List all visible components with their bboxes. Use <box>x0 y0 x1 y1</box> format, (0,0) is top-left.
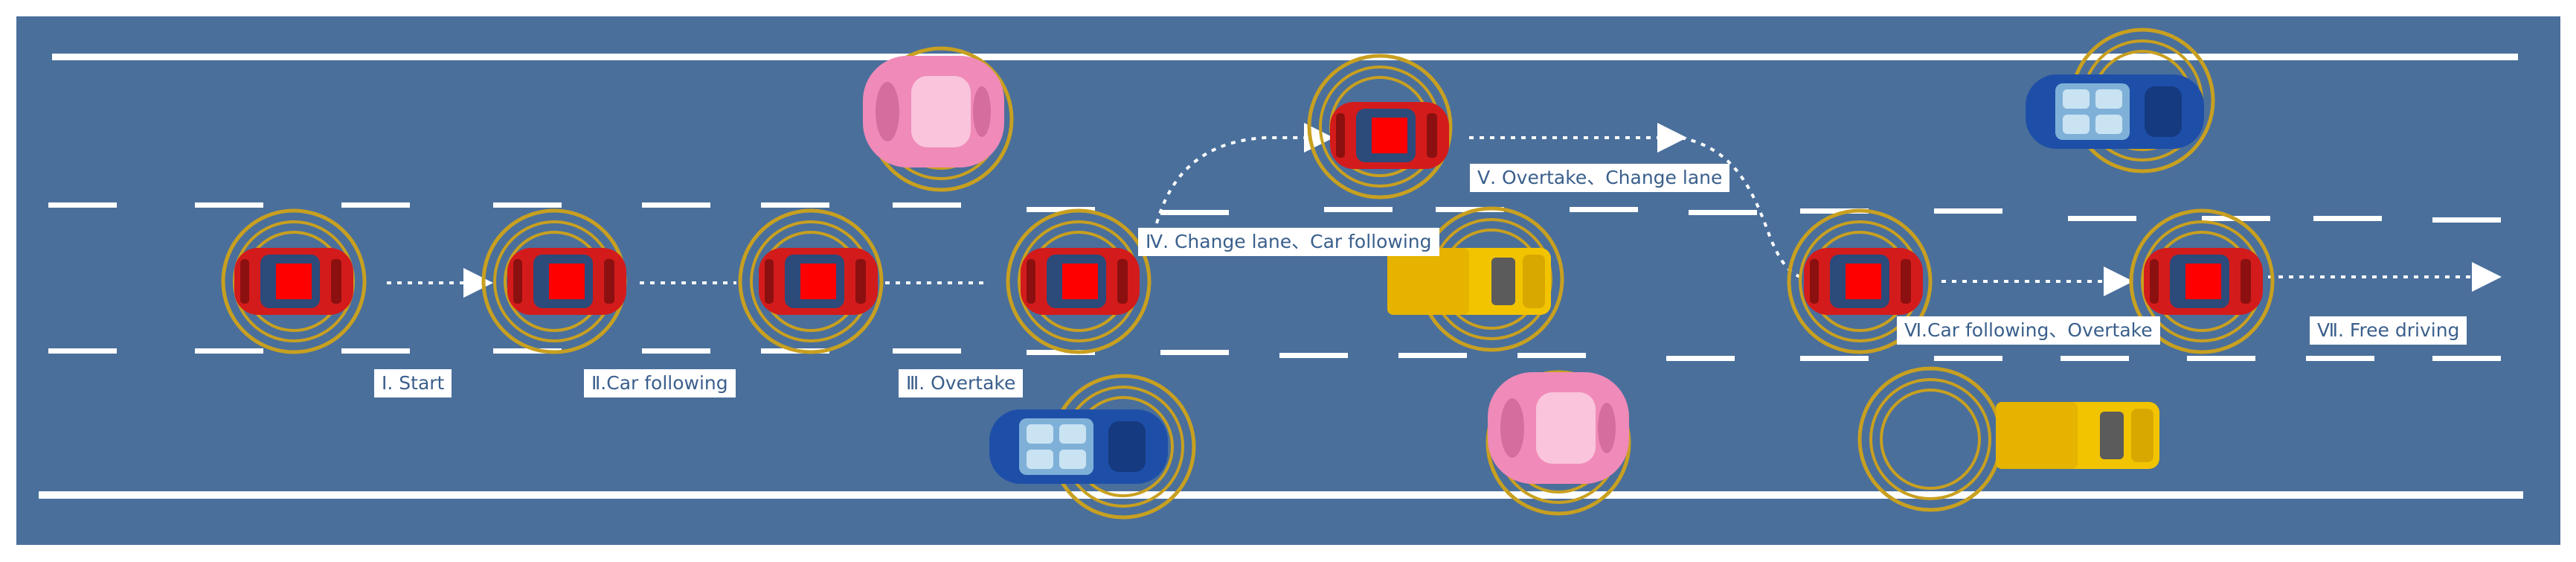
lane-dash <box>761 202 829 208</box>
pink-car-bottom <box>1488 372 1629 484</box>
ego-7 <box>2144 248 2263 315</box>
lane-dash <box>493 202 562 208</box>
blue-car-top <box>2026 74 2204 149</box>
lane-dash <box>48 202 117 208</box>
lane-dash <box>195 348 263 354</box>
yellow-truck-bottom <box>1996 402 2159 469</box>
stage-label-free-driving: Ⅶ. Free driving <box>2310 316 2467 345</box>
trajectory-lane-change-down <box>1680 136 1801 278</box>
lane-dash <box>642 202 710 208</box>
lane-dash <box>1398 353 1467 358</box>
lane-dash <box>1934 208 2002 214</box>
stage-label-overtake-change-lane: Ⅴ. Overtake、Change lane <box>1470 164 1730 192</box>
lane-dash <box>48 348 117 354</box>
sensor-ring <box>1787 208 1933 354</box>
lane-dash <box>1160 350 1229 355</box>
ego-marker <box>1846 264 1881 299</box>
lane-dash <box>2432 356 2501 361</box>
lane-dash <box>642 348 710 354</box>
trajectory-lane-change-up <box>1155 123 1334 224</box>
lane-dash <box>341 348 410 354</box>
lane-dash <box>1800 208 1869 214</box>
lane-dash <box>195 202 263 208</box>
ego-marker <box>549 264 585 299</box>
lane-dash <box>1666 356 1735 361</box>
vehicles <box>234 56 2263 484</box>
sensor-ring <box>1880 389 1981 490</box>
trajectory-arrows <box>387 123 2502 298</box>
lane-dash <box>1279 353 1348 358</box>
lane-dash <box>2306 356 2374 361</box>
lane-dash <box>893 202 961 208</box>
sensor-ring <box>738 208 884 354</box>
ego-marker <box>1372 118 1407 153</box>
ego-1 <box>234 248 353 315</box>
sensor-ring <box>1006 208 1152 354</box>
ego-2 <box>507 248 626 315</box>
lane-dash <box>1570 207 1638 212</box>
lane-dash <box>893 348 961 354</box>
ego-4 <box>1021 248 1140 315</box>
lane-dash <box>1324 207 1393 212</box>
road-edge-bottom <box>39 491 2523 499</box>
stage-label-overtake: Ⅲ. Overtake <box>899 369 1024 397</box>
lane-dash <box>2187 356 2255 361</box>
lane-dash <box>1027 207 1095 212</box>
lane-dash <box>1027 350 1095 355</box>
ego-6 <box>1804 248 1923 315</box>
lane-dash <box>341 202 410 208</box>
lane-dash <box>2068 216 2136 221</box>
stage-label-car-following-overtake: Ⅵ.Car following、Overtake <box>1897 316 2160 345</box>
road-edge-top <box>52 54 2518 60</box>
blue-car-bottom <box>989 409 1168 484</box>
lane-dash <box>1934 356 2002 361</box>
lane-dash <box>1160 210 1229 215</box>
lane-dash <box>1800 356 1869 361</box>
sensor-ring <box>2129 208 2275 354</box>
ego-5 <box>1330 102 1449 169</box>
yellow-truck-mid <box>1387 248 1551 315</box>
stage-label-start: Ⅰ. Start <box>374 369 452 397</box>
ego-marker <box>276 264 312 299</box>
sensor-ring <box>1869 378 1991 500</box>
lane-dash <box>2061 356 2129 361</box>
stage-label-car-following: Ⅱ.Car following <box>584 369 736 397</box>
ego-marker <box>2185 264 2221 299</box>
ego-marker <box>1062 264 1098 299</box>
lane-dash <box>1436 207 1504 212</box>
ego-3 <box>759 248 878 315</box>
lane-dash <box>493 348 562 354</box>
stage-label-change-lane-car-following: Ⅳ. Change lane、Car following <box>1138 228 1439 256</box>
lane-dash <box>2432 217 2501 223</box>
ego-marker <box>800 264 836 299</box>
sensor-ring <box>1307 54 1453 199</box>
sensor-ring <box>221 208 367 354</box>
pink-car-top <box>863 56 1004 167</box>
lane-dash <box>1517 353 1586 358</box>
lane-dash <box>1689 210 1757 215</box>
lane-dash <box>2313 216 2382 221</box>
